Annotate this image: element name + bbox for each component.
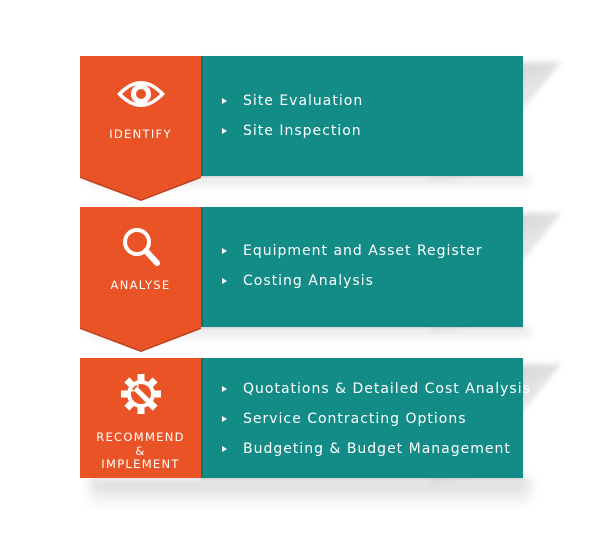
list-item-label: Site Evaluation (243, 93, 364, 109)
step-3-bottom-shadow (90, 478, 530, 508)
bullet-arrow-icon (222, 128, 227, 134)
step-3-label-line-3: IMPLEMENT (101, 457, 180, 471)
gear-wrench-icon (80, 372, 201, 416)
step-3-label: RECOMMEND & IMPLEMENT (80, 430, 201, 472)
bullet-arrow-icon (222, 446, 227, 452)
step-3-tab: RECOMMEND & IMPLEMENT (80, 358, 201, 478)
step-2-panel: Equipment and Asset Register Costing Ana… (201, 207, 523, 327)
bullet-arrow-icon (222, 248, 227, 254)
list-item-label: Site Inspection (243, 123, 362, 139)
step-2-bottom-shadow (90, 327, 530, 341)
panel-divider (201, 56, 203, 176)
magnifier-icon (80, 223, 201, 271)
panel-divider (201, 207, 203, 327)
step-2-label: ANALYSE (110, 278, 171, 292)
bullet-arrow-icon (222, 278, 227, 284)
list-item-label: Budgeting & Budget Management (243, 441, 511, 457)
list-item-label: Service Contracting Options (243, 411, 467, 427)
panel-divider (201, 358, 203, 478)
bullet-arrow-icon (222, 98, 227, 104)
list-item-label: Equipment and Asset Register (243, 243, 483, 259)
step-1-panel: Site Evaluation Site Inspection (201, 56, 523, 176)
step-2-tab-shape (80, 207, 201, 352)
list-item-label: Costing Analysis (243, 273, 374, 289)
step-1-bottom-shadow (90, 176, 530, 190)
step-1-tab-shape (80, 56, 201, 201)
step-3-panel: Quotations & Detailed Cost Analysis Serv… (201, 358, 530, 478)
step-3-label-line-1: RECOMMEND (96, 430, 185, 444)
step-1-tab: IDENTIFY (80, 56, 201, 201)
eye-icon (80, 74, 201, 114)
list-item-label: Quotations & Detailed Cost Analysis (243, 381, 531, 397)
step-2-tab: ANALYSE (80, 207, 201, 352)
step-3-label-line-2: & (135, 443, 146, 458)
bullet-arrow-icon (222, 416, 227, 422)
bullet-arrow-icon (222, 386, 227, 392)
step-1-label: IDENTIFY (109, 127, 172, 141)
